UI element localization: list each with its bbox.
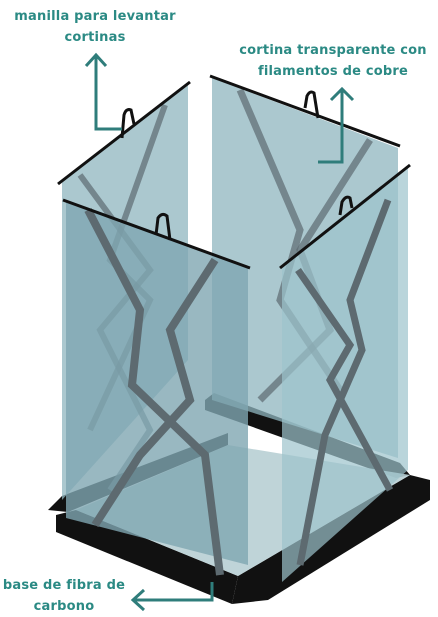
handle-icon [120, 108, 136, 139]
filament-front-right-b [296, 198, 392, 566]
filament-front-right-a [295, 268, 394, 492]
top-edge-front-right [279, 163, 411, 270]
arrow-up-icon [318, 86, 355, 164]
arrow-left-icon [130, 582, 214, 612]
front-curtains [62, 163, 411, 582]
base-right-rail [232, 475, 430, 604]
handle-icon [154, 212, 172, 241]
filament-front-left-a [84, 208, 224, 576]
handle-icon [303, 90, 320, 119]
arrow-up-icon [84, 52, 122, 131]
top-edge-back-left [57, 80, 191, 186]
top-edge-back-right [209, 74, 401, 148]
base-front-rail [56, 510, 238, 604]
handle-icon [338, 195, 354, 216]
curtain-front-left [66, 202, 248, 565]
filament-front-left-b [91, 257, 219, 528]
